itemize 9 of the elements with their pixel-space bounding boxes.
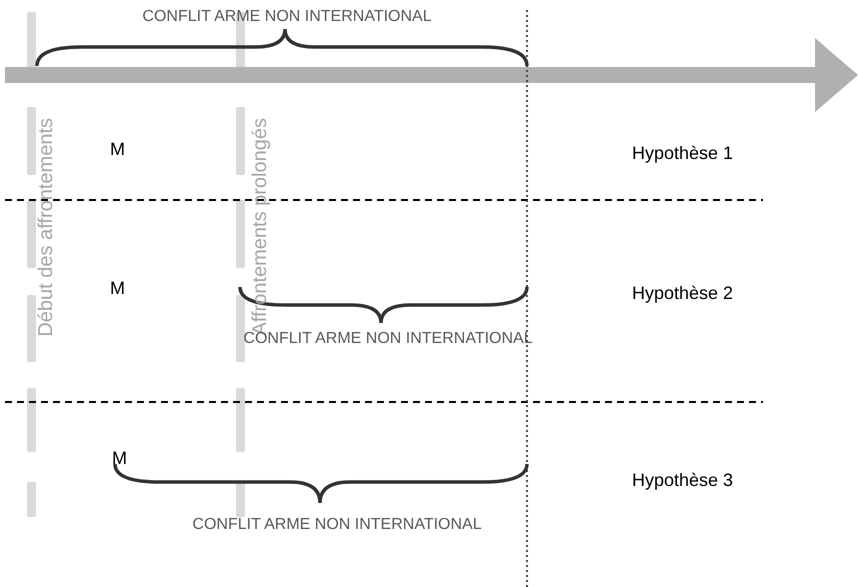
hypothesis-label: Hypothèse 3 [632, 471, 734, 491]
rotated-label: Début des affrontements [35, 118, 57, 337]
marker-letter: M [110, 279, 125, 299]
marker-letter: M [110, 140, 125, 160]
phase-label: CONFLIT ARME NON INTERNATIONAL [142, 8, 432, 26]
marker-letter: M [112, 449, 127, 469]
hypothesis-label: Hypothèse 1 [632, 144, 734, 164]
hypothesis-label: Hypothèse 2 [632, 284, 734, 304]
phase-label: CONFLIT ARME NON INTERNATIONAL [192, 516, 482, 534]
